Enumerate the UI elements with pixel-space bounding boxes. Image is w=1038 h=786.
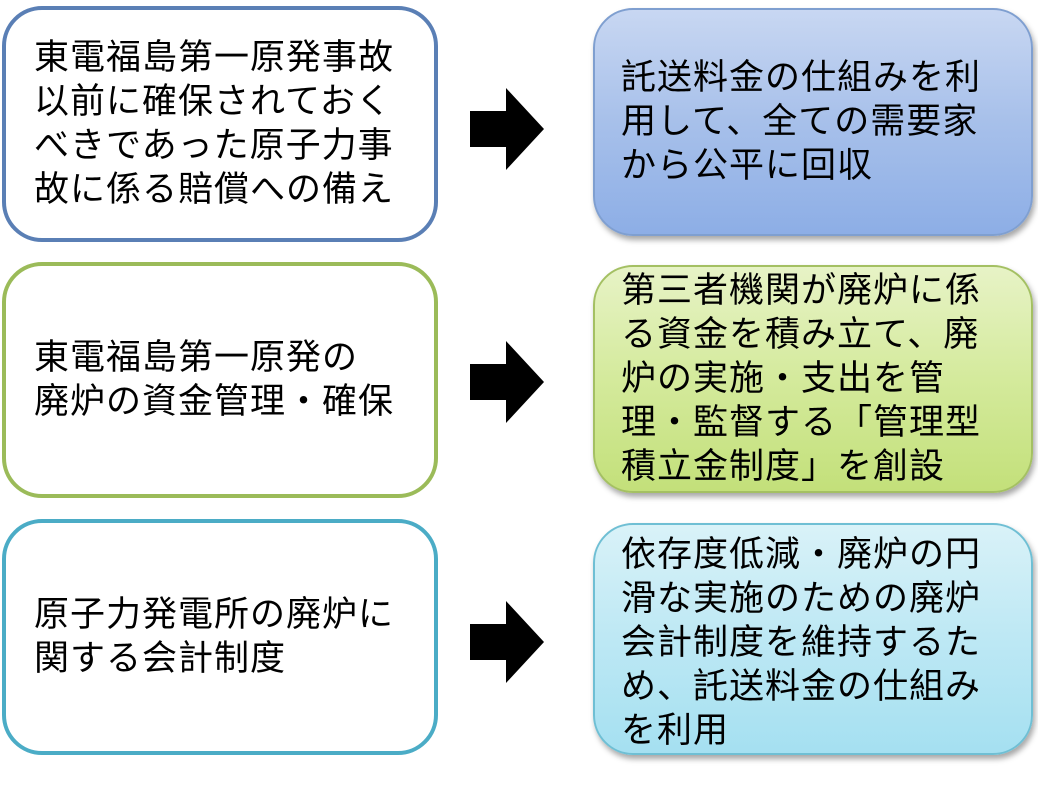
right-arrow-icon xyxy=(470,88,544,170)
issue-text-2: 東電福島第一原発の 廃炉の資金管理・確保 xyxy=(34,338,395,422)
issue-box-1: 東電福島第一原発事故 以前に確保されておく べきであった原子力事 故に係る賠償へ… xyxy=(2,6,438,242)
measure-text-2: 第三者機関が廃炉に係 る資金を積み立て、廃 炉の実施・支出を管 理・監督する「管… xyxy=(621,271,982,487)
measure-box-2: 第三者機関が廃炉に係 る資金を積み立て、廃 炉の実施・支出を管 理・監督する「管… xyxy=(593,265,1033,493)
measure-box-1: 託送料金の仕組みを利 用して、全ての需要家 から公平に回収 xyxy=(593,8,1033,236)
issue-box-2: 東電福島第一原発の 廃炉の資金管理・確保 xyxy=(2,262,438,498)
issue-text-1: 東電福島第一原発事故 以前に確保されておく べきであった原子力事 故に係る賠償へ… xyxy=(34,38,395,210)
measure-box-3: 依存度低減・廃炉の円 滑な実施のための廃炉 会計制度を維持するた め、託送料金の… xyxy=(593,523,1033,755)
issue-box-3: 原子力発電所の廃炉に 関する会計制度 xyxy=(2,519,438,755)
measure-text-3: 依存度低減・廃炉の円 滑な実施のための廃炉 会計制度を維持するた め、託送料金の… xyxy=(621,535,982,751)
issue-text-3: 原子力発電所の廃炉に 関する会計制度 xyxy=(34,595,395,679)
right-arrow-icon xyxy=(470,601,544,683)
right-arrow-icon xyxy=(470,341,544,423)
measure-text-1: 託送料金の仕組みを利 用して、全ての需要家 から公平に回収 xyxy=(621,58,982,186)
